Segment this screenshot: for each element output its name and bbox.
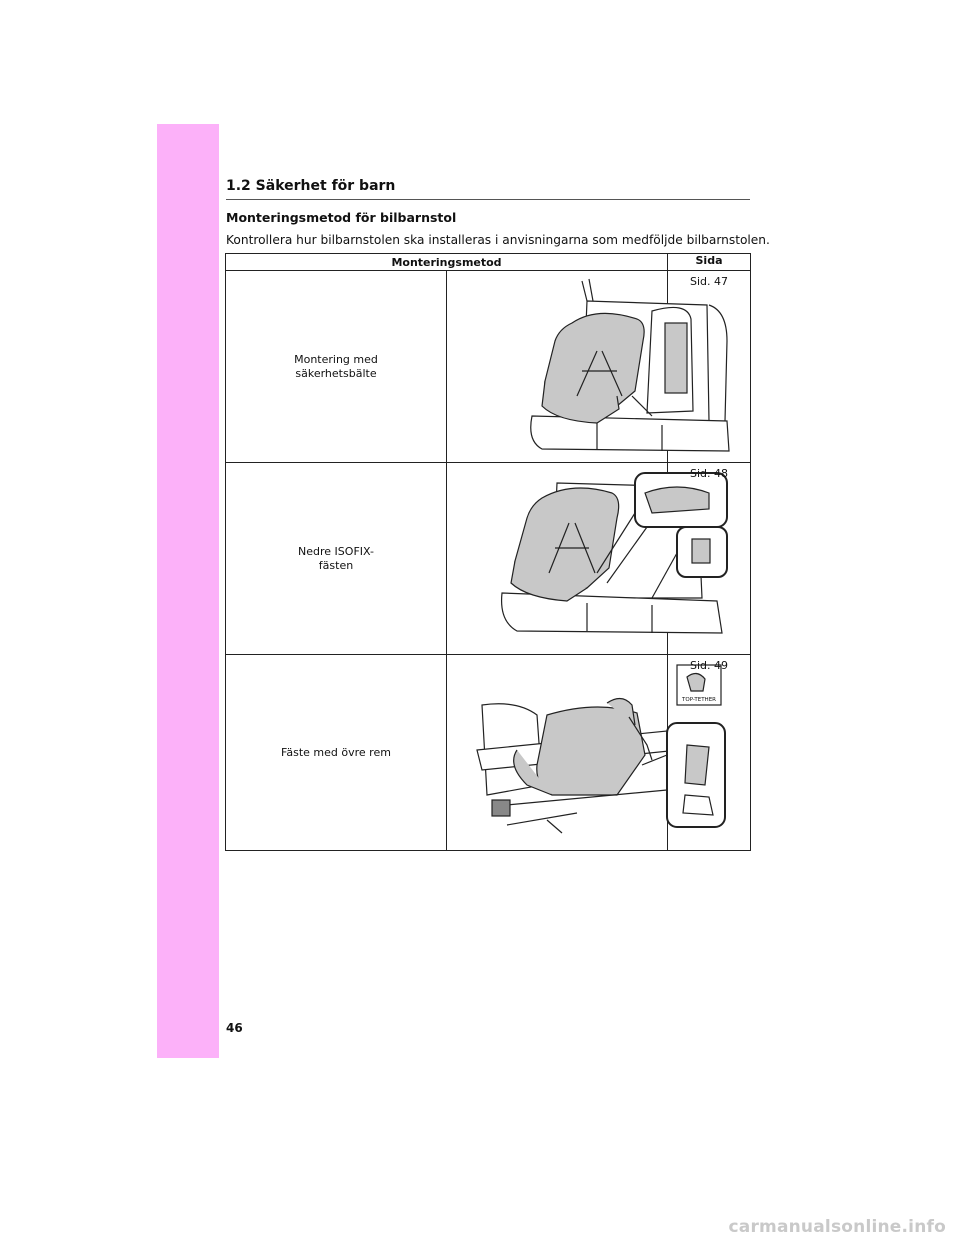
method-label: Montering med säkerhetsbälte [294, 352, 378, 380]
mounting-method-table: Monteringsmetod Sida Montering med säker… [225, 253, 751, 851]
method-cell: Nedre ISOFIX-fästen [225, 462, 447, 655]
table-row: Nedre ISOFIX-fästen [225, 462, 751, 655]
header-page: Sida [667, 253, 751, 271]
illustration-cell [446, 462, 728, 655]
intro-text: Kontrollera hur bilbarnstolen ska instal… [226, 233, 770, 247]
method-cell: Montering med säkerhetsbälte [225, 270, 447, 463]
child-seat-belt-mounting-illustration [530, 278, 730, 452]
section-divider [226, 199, 750, 200]
illustration-cell [446, 270, 730, 463]
table-row: Montering med säkerhetsbälte [225, 270, 751, 463]
table-header-row: Monteringsmetod Sida [225, 253, 751, 271]
sub-heading: Monteringsmetod för bilbarnstol [226, 210, 457, 225]
chapter-side-tab [157, 124, 219, 1058]
page-ref: Sid. 48 [689, 467, 728, 480]
table-row: Fäste med övre rem [225, 654, 751, 851]
page-number: 46 [226, 1021, 243, 1035]
child-seat-top-tether-illustration: TOP-TETHER [476, 664, 726, 834]
top-tether-badge-text: TOP-TETHER [681, 697, 716, 703]
page-ref: Sid. 47 [689, 275, 728, 288]
child-seat-isofix-illustration [500, 472, 728, 634]
header-method: Monteringsmetod [225, 253, 668, 271]
method-label: Fäste med övre rem [281, 745, 391, 759]
page-ref: Sid. 49 [689, 659, 728, 672]
method-cell: Fäste med övre rem [225, 654, 447, 851]
method-label: Nedre ISOFIX-fästen [298, 544, 374, 572]
section-title: 1.2 Säkerhet för barn [226, 178, 396, 194]
watermark: carmanualsonline.info [728, 1217, 946, 1237]
illustration-cell: TOP-TETHER [446, 654, 726, 851]
